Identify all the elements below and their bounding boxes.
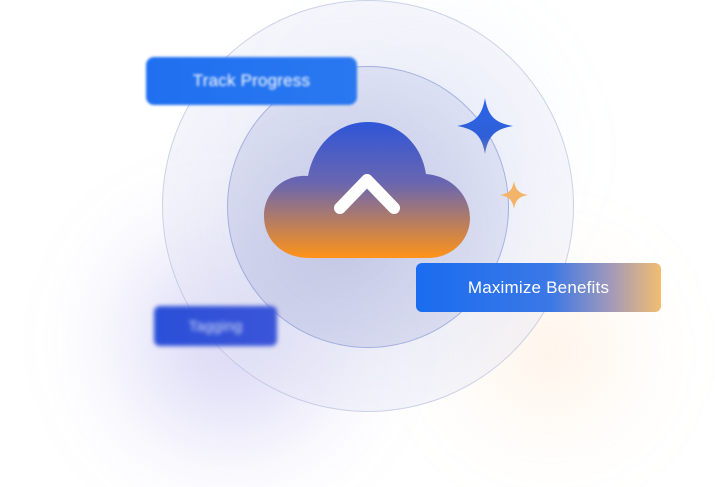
sparkle-icon [500,181,528,209]
sparkle-icon [457,98,513,154]
track-progress-chip: Track Progress [146,57,357,105]
tagging-label: Tagging [188,317,243,335]
track-progress-label: Track Progress [192,71,311,90]
maximize-benefits-label: Maximize Benefits [467,277,610,297]
tagging-chip: Tagging [154,306,277,346]
cloud-upload-icon [264,122,470,290]
maximize-benefits-chip: Maximize Benefits [416,263,661,312]
